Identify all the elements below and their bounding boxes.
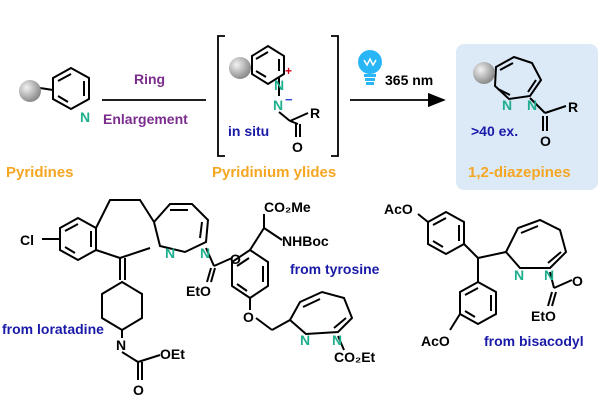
ylide-r: R [310,105,320,121]
bisacodyl-oxygen: O [572,273,583,289]
loratadine-eto: EtO [186,283,211,299]
ylides-label: Pyridinium ylides [212,164,336,181]
bracket-left [217,35,225,157]
loratadine-structure [42,199,233,380]
substituent-ball [473,62,495,84]
caption-tyrosine: from tyrosine [290,261,380,277]
loratadine-oet: OEt [160,346,185,362]
in-situ-label: in situ [228,123,269,139]
pyridines-label: Pyridines [6,164,74,181]
loratadine-n2: N [200,245,210,261]
bracket-right [331,35,339,157]
diazepine-ring [493,55,567,131]
loratadine-piperidine-n: N [116,337,126,353]
pyridine-nitrogen: N [80,109,90,125]
substituent-ball [229,57,251,79]
tyrosine-n2: N [332,332,342,348]
cation-sign: + [285,64,292,78]
wavelength-label: 365 nm [385,72,433,88]
ylide-nitrogen: N [273,97,283,113]
tyrosine-structure [231,214,354,351]
bisacodyl-n1: N [514,267,524,283]
ylide-oxygen: O [292,139,303,155]
bisacodyl-aco2: AcO [421,333,450,349]
arrow-label-ring: Ring [134,71,165,87]
substituent-ball [19,80,41,102]
diazepine-n1: N [502,97,512,113]
tyrosine-oxygen: O [243,309,254,325]
loratadine-n1: N [165,245,175,261]
tyrosine-nhboc: NHBoc [282,233,329,249]
pyridine-structure [39,66,90,111]
caption-loratadine: from loratadine [2,321,104,337]
loratadine-o2: O [133,382,144,398]
bisacodyl-n2: N [544,267,554,283]
bisacodyl-eto: EtO [531,308,556,324]
loratadine-cl: Cl [20,232,34,248]
light-bulb-icon [358,50,382,85]
pyridinium-ring [251,44,309,137]
diazepine-r: R [568,99,578,115]
diazepine-n2: N [527,97,537,113]
caption-bisacodyl: from bisacodyl [484,333,584,349]
examples-count: >40 ex. [471,123,518,139]
tyrosine-n1: N [300,332,310,348]
tyrosine-co2me: CO₂Me [264,199,311,215]
arrow-label-enlargement: Enlargement [103,111,188,127]
pyridinium-nitrogen: N [274,77,284,93]
diazepines-label: 1,2-diazepines [468,164,571,181]
anion-sign: − [285,92,293,107]
tyrosine-co2et: CO₂Et [334,349,376,365]
bisacodyl-structure [417,210,573,331]
diazepine-oxygen: O [540,133,551,149]
bisacodyl-aco1: AcO [384,201,413,217]
